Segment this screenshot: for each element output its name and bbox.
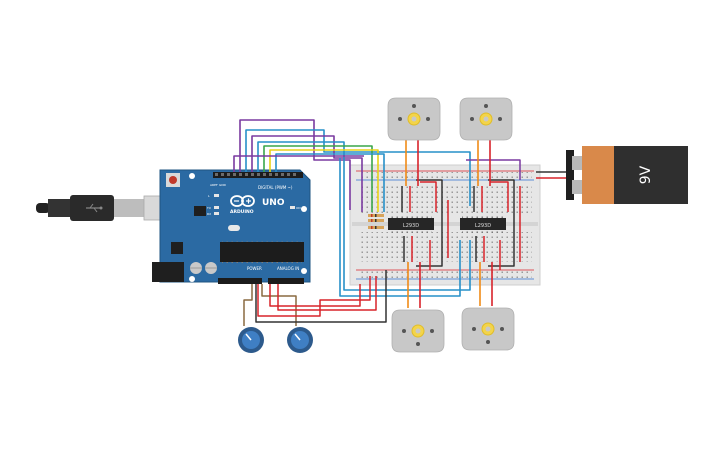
digital-pin-holes [215,173,296,176]
l-led-label: L [208,194,210,198]
resistor-array [368,214,384,229]
l293d-driver-chip-1[interactable]: L293D [388,215,434,233]
on-led-label: ON [296,206,301,210]
usb-chip [194,206,206,216]
center-channel [352,222,538,226]
motor-wires[interactable] [405,140,493,308]
power-pin-header[interactable] [218,278,262,284]
dc-motor-bottom-left[interactable] [391,309,445,353]
bottom-power-rail[interactable] [358,271,532,278]
potentiometer-right[interactable] [287,327,313,353]
atmega-microcontroller [220,240,304,264]
usb-cable[interactable] [36,195,181,221]
reset-button[interactable] [166,173,180,187]
l293d-driver-chip-2[interactable]: L293D [460,215,506,233]
analog-in-label: ANALOG IN [277,266,299,271]
rx-led-label: RX [207,212,211,216]
signal-wires[interactable] [233,119,471,297]
analog-pin-header[interactable] [268,278,304,284]
battery-9v[interactable]: 9V [536,146,688,204]
top-terminal-strip[interactable] [358,186,532,216]
driver-chip-2-label: L293D [475,223,491,229]
aref-label: AREF [210,183,218,187]
bottom-terminal-strip[interactable] [358,232,532,262]
tx-led-label: TX [206,206,211,210]
arduino-brand-label: ARDUINO [230,209,254,215]
crystal-oscillator [228,225,240,231]
power-label: POWER [247,266,262,271]
dc-motor-top-left[interactable] [387,97,441,141]
usb-icon [86,203,103,213]
gnd-label: GND [219,183,227,187]
breadboard-jumpers[interactable] [401,159,521,270]
dc-motor-top-right[interactable] [459,97,513,141]
potentiometer-wires[interactable] [243,270,387,326]
status-leds: L TX RX ON [206,194,301,216]
digital-pwm-label: DIGITAL (PWM ~) [258,185,293,190]
driver-chip-1-label: L293D [403,223,419,229]
battery-voltage-label: 9V [638,165,654,184]
arduino-logo [230,195,255,207]
potentiometer-left[interactable] [238,327,264,353]
top-power-rail[interactable] [358,172,532,179]
dc-power-jack[interactable] [152,262,184,282]
arduino-uno-board[interactable]: AREF GND DIGITAL (PWM ~) L TX RX ON UNO … [152,169,311,284]
uno-label: UNO [262,198,285,208]
dc-motor-bottom-right[interactable] [461,307,515,351]
voltage-regulator [171,242,183,254]
